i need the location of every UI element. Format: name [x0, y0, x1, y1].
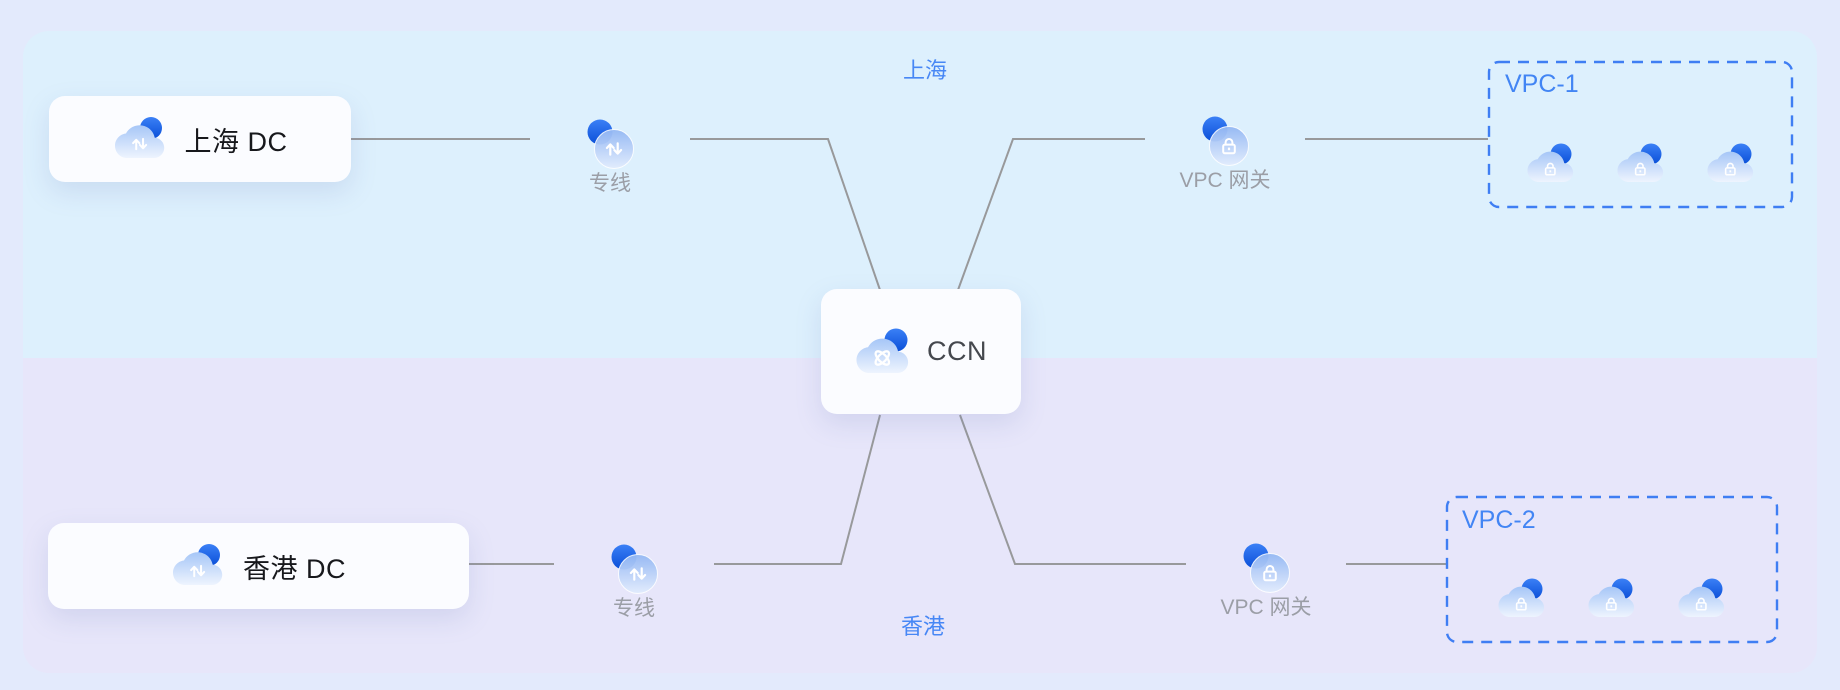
vpc2-dashed-border: [1445, 495, 1779, 644]
line-linetop-to-ccn: [690, 138, 881, 291]
cloud-lock-icon: [1527, 143, 1573, 182]
node-vpc-gateway-bottom[interactable]: VPC 网关: [1186, 543, 1346, 621]
node-label: 香港 DC: [243, 553, 346, 584]
cloud-lock-icon: [1617, 143, 1663, 182]
node-label: 专线: [613, 597, 655, 620]
vpc1-dashed-border: [1487, 60, 1794, 209]
node-hongkong-dc[interactable]: 香港 DC: [48, 523, 469, 609]
node-vpc-gateway-top[interactable]: VPC 网关: [1145, 116, 1305, 194]
line-linebottom-to-ccn: [714, 414, 881, 565]
node-label: VPC 网关: [1220, 596, 1312, 619]
cloud-lock-icon: [1678, 578, 1725, 617]
cloud-orbit-icon: [856, 328, 909, 373]
vpc1-label: VPC-1: [1505, 70, 1579, 98]
cloud-lock-icon: [1498, 578, 1545, 617]
transfer-arrows-circle-icon: [587, 119, 634, 169]
transfer-arrows-circle-icon: [611, 544, 658, 594]
cloud-transfer-icon: [114, 117, 164, 158]
node-label: 上海 DC: [184, 126, 288, 157]
line-ccn-to-gwbottom: [959, 414, 1186, 565]
node-dedicated-line-bottom[interactable]: 专线: [554, 544, 714, 622]
node-shanghai-dc[interactable]: 上海 DC: [49, 96, 351, 182]
vpc2-label: VPC-2: [1462, 506, 1536, 534]
node-vpc1[interactable]: [1489, 62, 1792, 207]
node-ccn[interactable]: CCN: [821, 289, 1021, 414]
cloud-lock-icon: [1588, 578, 1635, 617]
node-label: CCN: [927, 336, 987, 366]
node-label: 专线: [589, 172, 631, 195]
lock-circle-icon: [1202, 116, 1249, 166]
cloud-lock-icon: [1707, 143, 1753, 182]
lock-circle-icon: [1243, 543, 1290, 593]
cloud-transfer-icon: [173, 544, 223, 585]
region-label-hongkong: 香港: [900, 614, 946, 639]
node-dedicated-line-top[interactable]: 专线: [530, 119, 690, 197]
region-label-shanghai: 上海: [902, 58, 948, 83]
node-label: VPC 网关: [1179, 169, 1271, 192]
line-ccn-to-gwtop: [957, 138, 1145, 291]
node-vpc2[interactable]: [1447, 497, 1777, 642]
